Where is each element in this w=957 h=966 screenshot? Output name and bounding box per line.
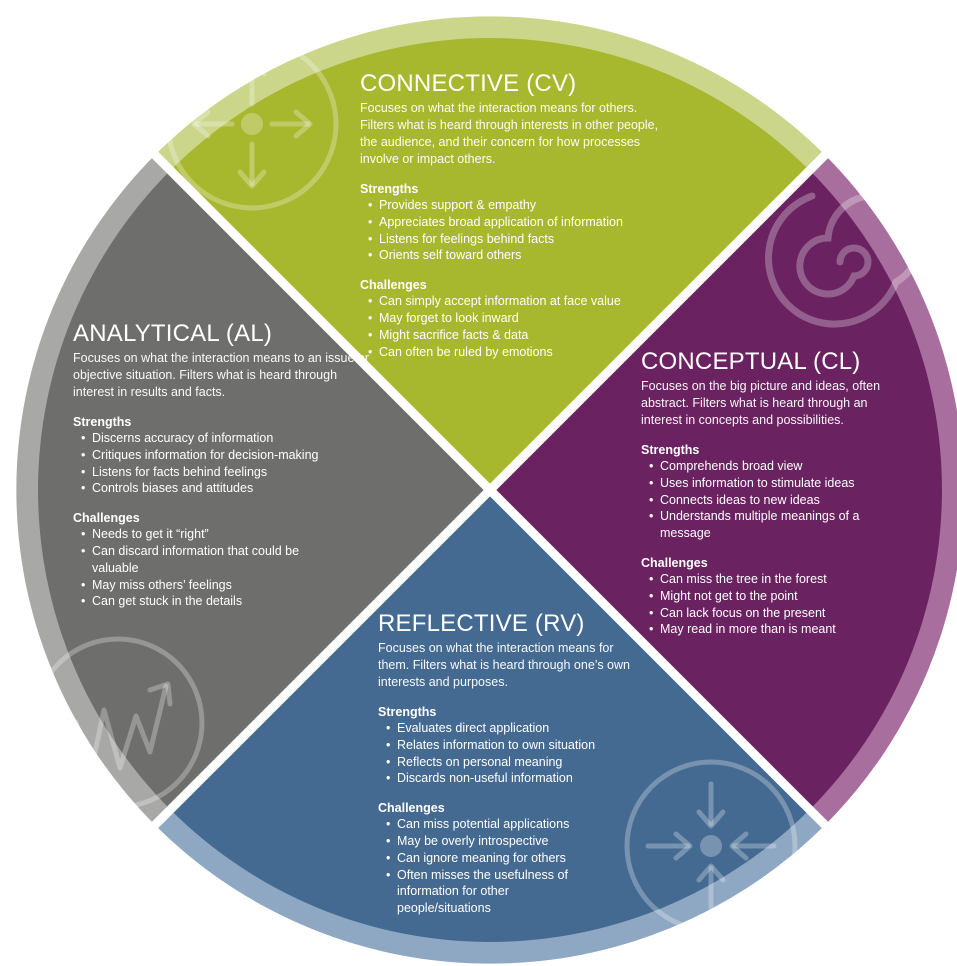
list-item: Can discard information that could be va…	[81, 543, 321, 577]
reflective-strengths-heading: Strengths	[378, 705, 437, 719]
analytical-challenges-list: Needs to get it “right” Can discard info…	[73, 526, 321, 610]
conceptual-strengths-heading: Strengths	[641, 443, 700, 457]
reflective-strengths-list: Evaluates direct application Relates inf…	[378, 720, 643, 787]
analytical-text-block: ANALYTICAL (AL) Focuses on what the inte…	[73, 320, 373, 610]
reflective-quadrant	[170, 490, 810, 942]
list-item: May miss others’ feelings	[81, 577, 321, 594]
connective-text-block: CONNECTIVE (CV) Focuses on what the inte…	[360, 70, 660, 360]
connective-title: CONNECTIVE (CV)	[360, 70, 577, 97]
connective-challenges-heading: Challenges	[360, 278, 427, 293]
conceptual-description: Focuses on the big picture and ideas, of…	[641, 379, 881, 427]
conceptual-strengths-list: Comprehends broad view Uses information …	[641, 458, 891, 542]
list-item: Comprehends broad view	[649, 458, 891, 475]
analytical-description: Focuses on what the interaction means to…	[73, 351, 369, 399]
four-arrows-inward-icon	[624, 759, 798, 933]
analytical-title: ANALYTICAL (AL)	[73, 320, 273, 347]
list-item: Can often be ruled by emotions	[368, 344, 660, 361]
list-item: Might sacrifice facts & data	[368, 327, 660, 344]
list-item: Discerns accuracy of information	[81, 430, 373, 447]
connective-strengths-list: Provides support & empathy Appreciates b…	[360, 197, 660, 264]
analytical-strengths-heading: Strengths	[73, 415, 132, 429]
list-item: Discards non-useful information	[386, 770, 643, 787]
reflective-title: REFLECTIVE (RV)	[378, 610, 585, 637]
conceptual-challenges-heading: Challenges	[641, 555, 708, 570]
list-item: Orients self toward others	[368, 247, 660, 264]
reflective-description: Focuses on what the interaction means fo…	[378, 641, 630, 689]
list-item: Uses information to stimulate ideas	[649, 475, 891, 492]
zigzag-arrow-icon	[31, 636, 205, 810]
list-item: Can miss potential applications	[386, 816, 606, 833]
list-item: Can simply accept information at face va…	[368, 293, 660, 310]
connective-challenges-list: Can simply accept information at face va…	[360, 293, 660, 360]
conceptual-challenges-list: Can miss the tree in the forest Might no…	[641, 571, 891, 638]
conceptual-title: CONCEPTUAL (CL)	[641, 348, 861, 375]
list-item: Can get stuck in the details	[81, 593, 321, 610]
reflective-challenges-list: Can miss potential applications May be o…	[378, 816, 606, 917]
list-item: Critiques information for decision-makin…	[81, 447, 373, 464]
list-item: Appreciates broad application of informa…	[368, 214, 660, 231]
connective-strengths-heading: Strengths	[360, 182, 419, 196]
list-item: Connects ideas to new ideas	[649, 492, 891, 509]
analytical-strengths-list: Discerns accuracy of information Critiqu…	[73, 430, 373, 497]
list-item: Provides support & empathy	[368, 197, 660, 214]
list-item: Can miss the tree in the forest	[649, 571, 891, 588]
list-item: May forget to look inward	[368, 310, 660, 327]
conceptual-text-block: CONCEPTUAL (CL) Focuses on the big pictu…	[641, 348, 891, 638]
list-item: Relates information to own situation	[386, 737, 643, 754]
reflective-challenges-heading: Challenges	[378, 801, 445, 816]
connective-description: Focuses on what the interaction means fo…	[360, 101, 659, 166]
reflective-text-block: REFLECTIVE (RV) Focuses on what the inte…	[378, 610, 643, 917]
list-item: Can lack focus on the present	[649, 605, 891, 622]
list-item: Evaluates direct application	[386, 720, 643, 737]
list-item: Often misses the usefulness of informati…	[386, 867, 606, 917]
spiral-icon	[765, 192, 924, 328]
list-item: Might not get to the point	[649, 588, 891, 605]
list-item: Controls biases and attitudes	[81, 480, 373, 497]
list-item: May read in more than is meant	[649, 621, 891, 638]
list-item: Listens for feelings behind facts	[368, 231, 660, 248]
separator-diagonal-b	[146, 146, 834, 834]
four-arrows-outward-icon	[165, 37, 339, 211]
analytical-challenges-heading: Challenges	[73, 511, 140, 526]
list-item: Can ignore meaning for others	[386, 850, 606, 867]
list-item: Needs to get it “right”	[81, 526, 321, 543]
list-item: Listens for facts behind feelings	[81, 464, 373, 481]
list-item: Understands multiple meanings of a messa…	[649, 508, 891, 542]
list-item: May be overly introspective	[386, 833, 606, 850]
list-item: Reflects on personal meaning	[386, 754, 643, 771]
